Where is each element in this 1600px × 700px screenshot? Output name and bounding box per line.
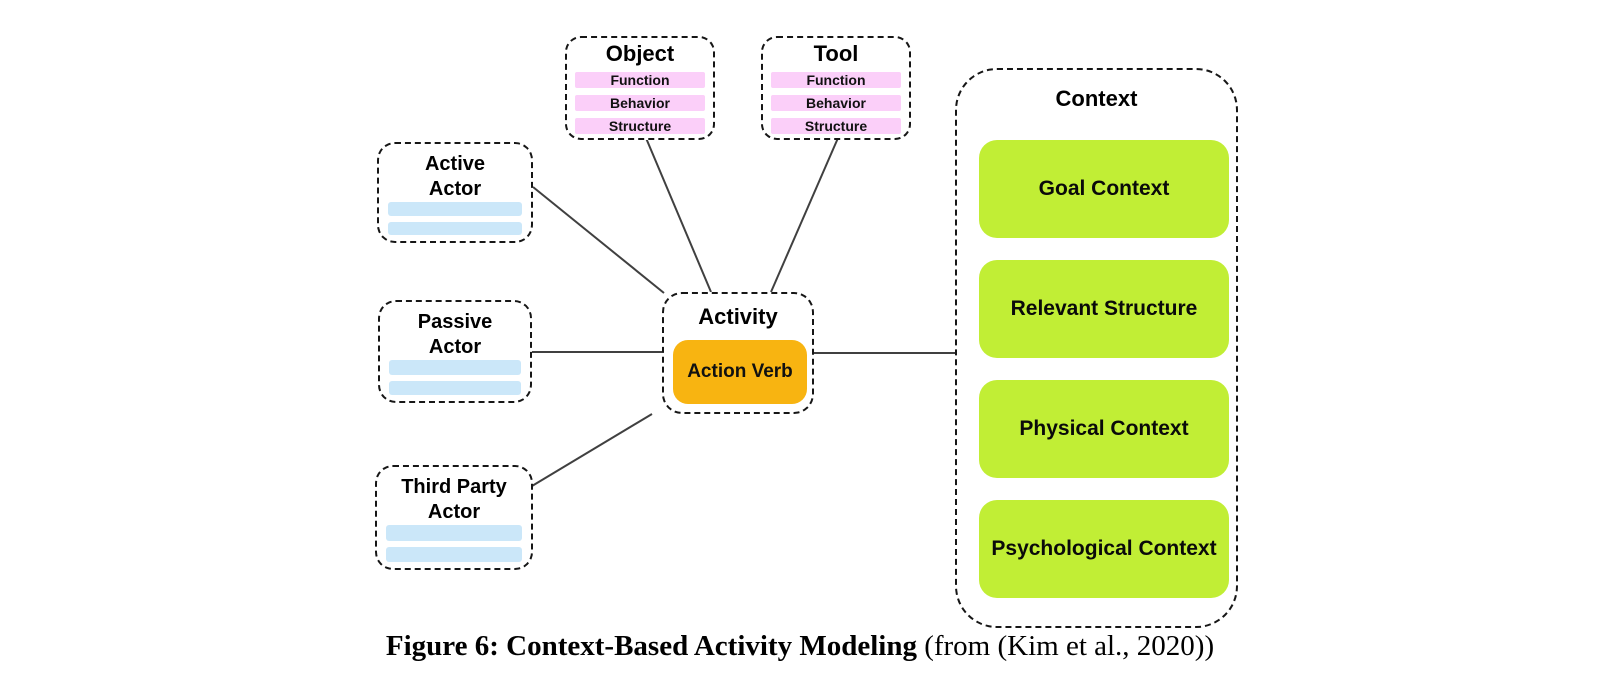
third-party-actor-node-title: Third Party Actor: [401, 476, 507, 523]
passive-actor-node: Passive Actor: [378, 300, 532, 403]
goal-context-block: Goal Context: [979, 140, 1229, 238]
passive-actor-attribute-row: [389, 360, 521, 375]
third-party-actor-attribute-row: [386, 546, 522, 562]
psychological-context-block: Psychological Context: [979, 500, 1229, 598]
figure-caption: Figure 6: Context-Based Activity Modelin…: [0, 630, 1600, 663]
tool-behavior-row: Behavior: [771, 95, 901, 111]
connector-tool-activity: [770, 137, 839, 293]
object-node-title: Object: [605, 41, 675, 66]
active-actor-attribute-row: [388, 202, 522, 216]
context-node-title: Context: [1055, 86, 1138, 111]
activity-node: Activity Action Verb: [662, 292, 814, 414]
connector-third-party-actor-activity: [526, 413, 653, 490]
context-node: Context Goal Context Relevant Structure …: [955, 68, 1238, 628]
action-verb-block: Action Verb: [673, 340, 807, 404]
figure-caption-source: (from (Kim et al., 2020)): [916, 630, 1215, 662]
active-actor-attribute-row: [388, 221, 522, 235]
object-behavior-row: Behavior: [575, 95, 705, 111]
activity-node-title: Activity: [698, 304, 778, 329]
connector-object-activity: [645, 137, 712, 293]
tool-function-row: Function: [771, 72, 901, 88]
tool-node-title: Tool: [813, 41, 859, 66]
tool-node: Tool Function Behavior Structure: [761, 36, 911, 140]
passive-actor-attribute-row: [389, 380, 521, 395]
object-function-row: Function: [575, 72, 705, 88]
passive-actor-node-title: Passive Actor: [417, 311, 493, 358]
connector-active-actor-activity: [532, 186, 665, 294]
active-actor-node: Active Actor: [377, 142, 533, 243]
object-structure-row: Structure: [575, 118, 705, 134]
third-party-actor-node: Third Party Actor: [375, 465, 533, 570]
relevant-structure-block: Relevant Structure: [979, 260, 1229, 358]
third-party-actor-attribute-row: [386, 525, 522, 541]
object-node: Object Function Behavior Structure: [565, 36, 715, 140]
active-actor-node-title: Active Actor: [424, 153, 486, 200]
tool-structure-row: Structure: [771, 118, 901, 134]
physical-context-block: Physical Context: [979, 380, 1229, 478]
figure-caption-title: Figure 6: Context-Based Activity Modelin…: [385, 630, 917, 662]
